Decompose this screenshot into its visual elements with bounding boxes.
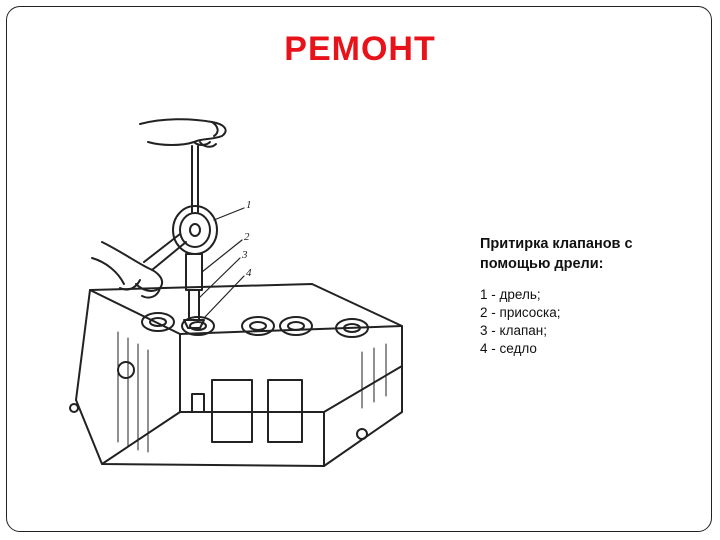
callout-label: 1 xyxy=(246,199,252,211)
legend-item: 2 - присоска; xyxy=(480,305,561,320)
engine-head-illustration: 1 2 3 4 xyxy=(62,112,412,480)
legend-item: 4 - седло xyxy=(480,341,537,356)
slide-frame xyxy=(6,6,712,532)
callout-label: 3 xyxy=(241,249,248,261)
caption: Притирка клапанов с помощью дрели: 1 - д… xyxy=(480,234,680,358)
legend-item: 3 - клапан; xyxy=(480,323,547,338)
drill-spindle xyxy=(191,145,199,213)
lower-hand xyxy=(91,233,187,299)
legend-item: 1 - дрель; xyxy=(480,287,541,302)
upper-hand xyxy=(139,118,227,148)
caption-heading: Притирка клапанов с помощью дрели: xyxy=(480,236,633,272)
callout-label: 4 xyxy=(246,267,252,279)
legend-list: 1 - дрель; 2 - присоска; 3 - клапан; 4 -… xyxy=(480,286,680,358)
slide-title: РЕМОНТ xyxy=(284,30,436,68)
callout-label: 2 xyxy=(244,231,250,243)
cylinder-head-block xyxy=(69,283,403,467)
callout-leaders xyxy=(198,207,245,319)
